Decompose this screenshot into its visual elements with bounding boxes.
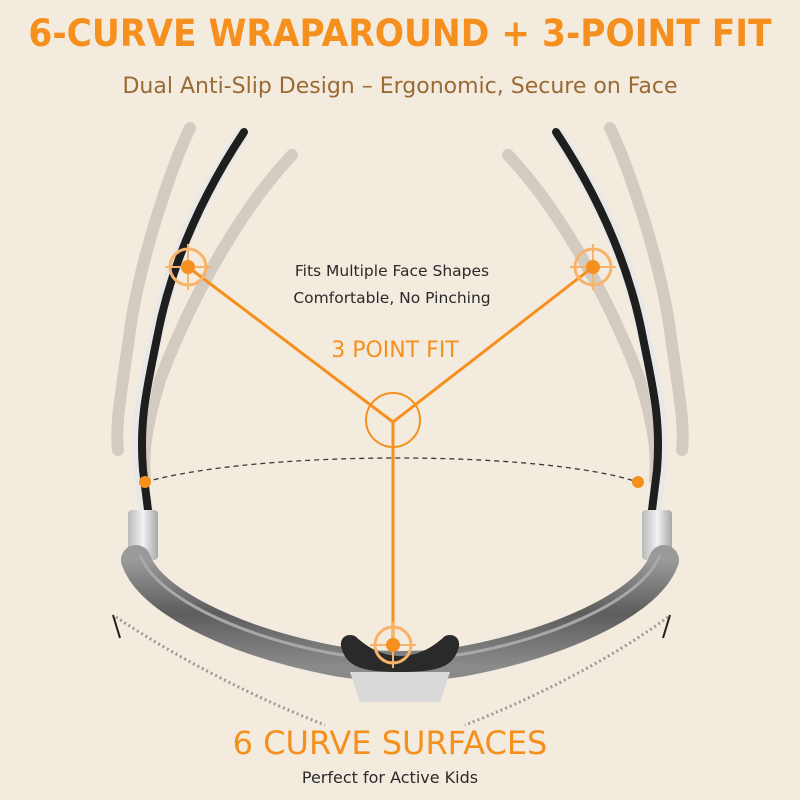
crosshair-target-icon (370, 622, 416, 668)
curve-arrow-icon (112, 614, 326, 727)
nose-pad (340, 634, 460, 672)
fits-callout: Fits Multiple Face Shapes Comfortable, N… (262, 258, 522, 312)
curve-surfaces-title: 6 CURVE SURFACES (232, 724, 548, 762)
fit-point-dot-icon (139, 476, 151, 488)
fits-line-1: Fits Multiple Face Shapes (294, 262, 490, 280)
crosshair-target-icon (570, 244, 616, 290)
three-point-fit-lines (187, 265, 594, 645)
three-point-fit-label: 3 POINT FIT (331, 338, 459, 363)
curve-surfaces-subtitle: Perfect for Active Kids (301, 768, 479, 787)
page-title: 6-CURVE WRAPAROUND + 3-POINT FIT (28, 12, 772, 55)
fits-line-2: Comfortable, No Pinching (293, 289, 491, 307)
left-temple-arm (128, 128, 249, 560)
fit-point-dot-icon (632, 476, 644, 488)
crosshair-target-icon (165, 244, 211, 290)
width-dashed-line (144, 457, 639, 483)
right-temple-arm (551, 128, 672, 560)
curve-arrow-icon (464, 614, 671, 727)
page-subtitle: Dual Anti-Slip Design – Ergonomic, Secur… (122, 74, 678, 99)
